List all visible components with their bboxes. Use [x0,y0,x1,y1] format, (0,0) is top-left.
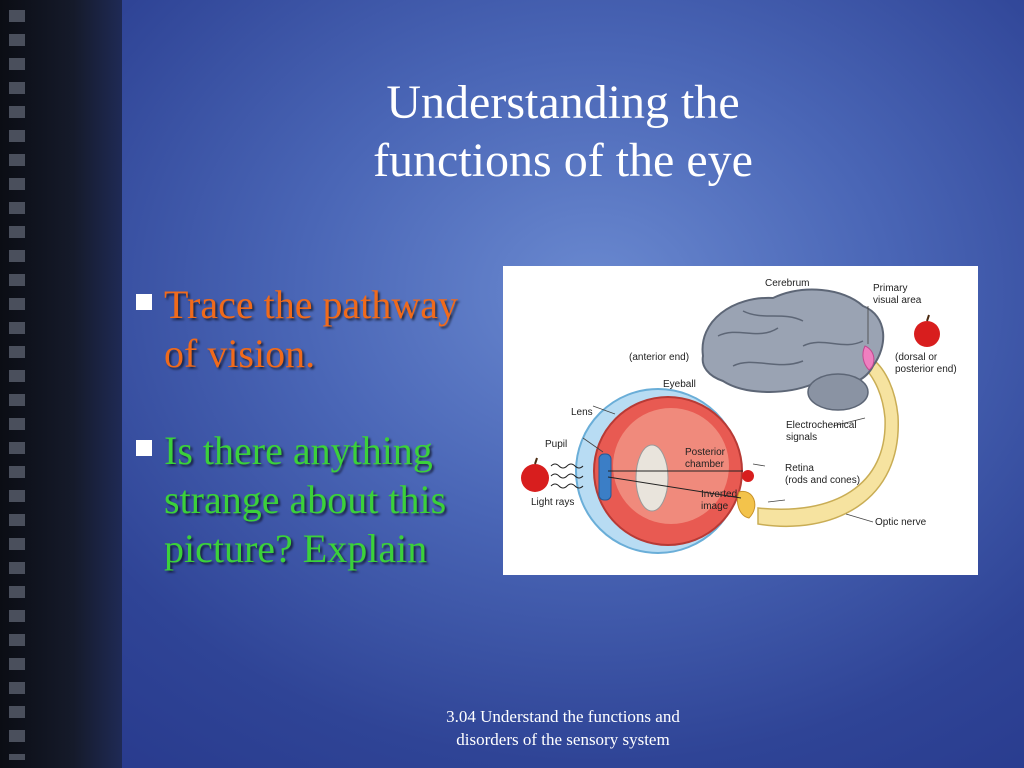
label-dorsal-1: (dorsal or [895,352,938,363]
bullet-square-icon [136,440,152,456]
footer-line-2: disorders of the sensory system [456,730,670,749]
bullet-text-2: Is there anything strange about this pic… [164,428,447,571]
leader-lines [582,306,874,523]
bullet-text-1: Trace the pathway of vision. [164,282,458,376]
retina-spot [736,490,756,519]
diagram-svg: Cerebrum Primary visual area (anterior e… [521,278,957,554]
label-optic-nerve: Optic nerve [875,517,927,528]
label-dorsal-2: posterior end) [895,364,957,375]
bullet-square-icon [136,294,152,310]
light-ray-line [607,476,742,499]
label-cerebrum: Cerebrum [765,278,809,289]
label-retina-2: (rods and cones) [785,475,860,486]
title-line-2: functions of the eye [373,134,753,187]
label-electro-2: signals [786,432,817,443]
light-waves [550,463,584,489]
cerebellum-shape [807,373,869,411]
cerebrum-shape [701,288,885,393]
slide-footer: 3.04 Understand the functions and disord… [410,705,716,751]
filmstrip-holes [9,10,25,760]
brain-folds [717,310,864,367]
apple-icon [521,464,549,492]
apple-icon [914,321,940,347]
label-pupil: Pupil [545,439,567,450]
bullet-list: Trace the pathway of vision. Is there an… [128,280,498,621]
filmstrip-border [0,0,122,768]
bullet-item-2: Is there anything strange about this pic… [128,426,498,573]
label-primary-1: Primary [873,283,907,294]
slide-title: Understanding the functions of the eye [300,74,826,190]
label-inverted-2: image [701,501,729,512]
label-primary-2: visual area [873,295,922,306]
lens-shape [635,444,669,512]
label-anterior: (anterior end) [629,352,689,363]
label-lens: Lens [571,407,593,418]
apple-stem-icon [926,314,930,322]
label-eyeball: Eyeball [663,379,696,390]
label-inverted-1: Inverted [701,489,737,500]
bullet-item-1: Trace the pathway of vision. [128,280,498,378]
label-retina-1: Retina [785,463,814,474]
label-electro-1: Electrochemical [786,420,857,431]
visual-area-shape [862,345,875,371]
label-posterior-1: Posterior [685,447,726,458]
label-light-rays: Light rays [531,497,574,508]
eye-brain-diagram: Cerebrum Primary visual area (anterior e… [503,266,978,575]
title-line-1: Understanding the [386,76,740,129]
inverted-apple-icon [742,470,754,482]
apple-stem-icon [534,457,538,465]
footer-line-1: 3.04 Understand the functions and [446,707,680,726]
label-posterior-2: chamber [685,459,725,470]
